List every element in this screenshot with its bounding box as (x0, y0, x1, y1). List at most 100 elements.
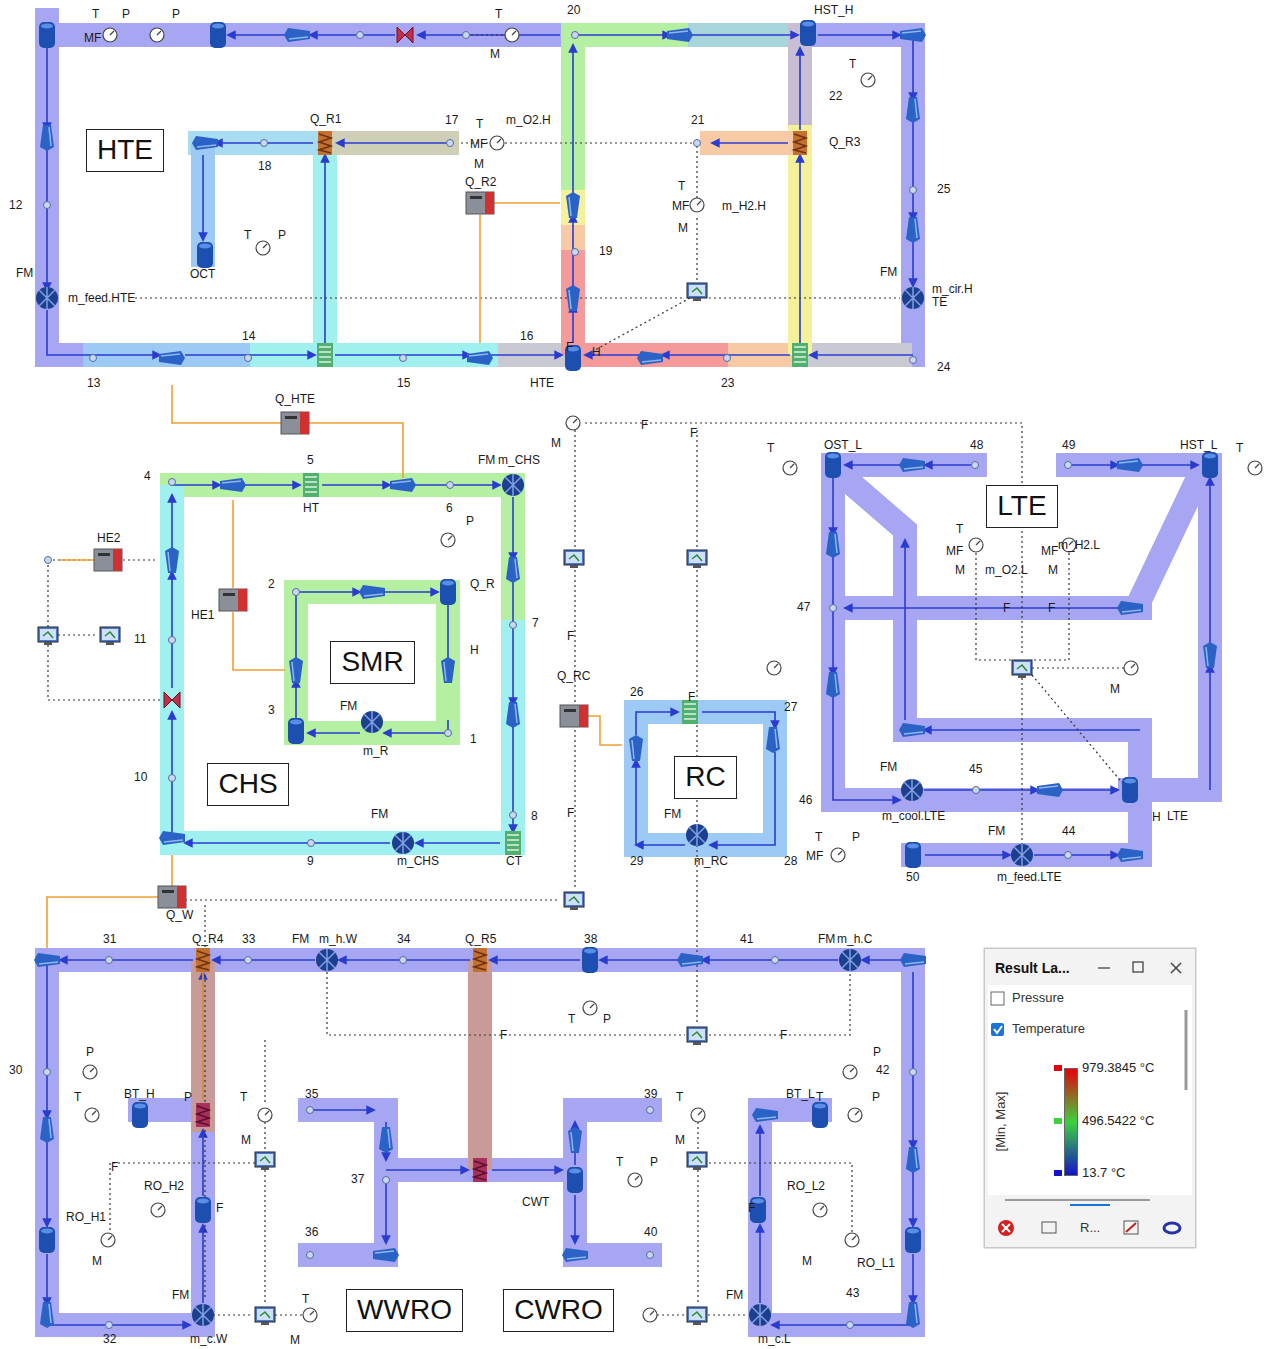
component-label: RO_L1 (857, 1257, 895, 1270)
region-label-box: LTE (986, 485, 1058, 528)
panel-text: [Min, Max] (994, 1092, 1007, 1152)
tag-letter: F (567, 630, 574, 643)
tag-letter: MF (1041, 545, 1058, 558)
tag-letter: F (688, 691, 695, 704)
tag-letter: M (802, 1255, 812, 1268)
tag-letter: P (466, 515, 474, 528)
tag-letter: 33 (242, 933, 255, 946)
component-label: m_feed.LTE (997, 871, 1061, 884)
tag-letter: 5 (307, 454, 314, 467)
tag-letter: M (290, 1334, 300, 1347)
region-name: CWRO (514, 1294, 603, 1326)
component-label: Q_R4 (192, 933, 223, 946)
legend-swatch (1054, 1118, 1062, 1124)
panel-text: Pressure (1012, 991, 1064, 1004)
tag-letter: 34 (397, 933, 410, 946)
component-label: m_H2.H (722, 200, 766, 213)
region-name: LTE (997, 490, 1047, 522)
tag-letter: T (476, 118, 483, 131)
tag-letter: P (172, 8, 180, 21)
component-label: m_feed.HTE (68, 292, 135, 305)
component-label: m_cir.H TE (932, 283, 978, 309)
tag-letter: T (956, 523, 963, 536)
tag-letter: 8 (531, 810, 538, 823)
tag-letter: 14 (242, 330, 255, 343)
tag-letter: 30 (9, 1064, 22, 1077)
region-name: RC (685, 761, 726, 793)
tag-letter: 41 (740, 933, 753, 946)
component-label: HST_L (1180, 439, 1217, 452)
tag-letter: FM (292, 933, 309, 946)
tag-letter: MF (946, 545, 963, 558)
tag-letter: F (566, 341, 573, 354)
tag-letter: FM (988, 825, 1005, 838)
tag-letter: P (852, 831, 860, 844)
tag-letter: T (816, 1091, 823, 1104)
tag-letter: 12 (9, 199, 22, 212)
tag-letter: H (592, 346, 601, 359)
tag-letter: MF (84, 32, 101, 45)
tag-letter: 37 (351, 1173, 364, 1186)
component-label: m_h.W (319, 933, 357, 946)
tag-letter: F (748, 1202, 755, 1215)
tag-letter: F (1048, 602, 1055, 615)
tag-letter: 27 (784, 701, 797, 714)
tag-letter: 28 (784, 855, 797, 868)
component-label: HE1 (191, 609, 214, 622)
tag-letter: P (184, 1091, 192, 1104)
tag-letter: 7 (532, 617, 539, 630)
tag-letter: 3 (268, 704, 275, 717)
tag-letter: T (678, 180, 685, 193)
tag-letter: 24 (937, 361, 950, 374)
tag-letter: 43 (846, 1287, 859, 1300)
tag-letter: 18 (258, 160, 271, 173)
component-label: HTE (530, 377, 554, 390)
tag-letter: M (490, 48, 500, 61)
region-name: CHS (218, 768, 278, 800)
tag-letter: 45 (969, 763, 982, 776)
tag-letter: 20 (567, 4, 580, 17)
component-label: BT_H (124, 1088, 155, 1101)
component-label: OCT (190, 268, 215, 281)
tag-letter: 22 (829, 90, 842, 103)
component-label: Q_R2 (465, 176, 496, 189)
tag-letter: T (495, 8, 502, 21)
component-label: Q_W (166, 909, 193, 922)
tag-letter: FM (371, 808, 388, 821)
tag-letter: F (690, 427, 697, 440)
tag-letter: 38 (584, 933, 597, 946)
component-label: Q_R5 (465, 933, 496, 946)
tag-letter: T (767, 442, 774, 455)
tag-letter: P (603, 1013, 611, 1026)
component-label: m_c.W (190, 1333, 227, 1346)
tag-letter: F (641, 419, 648, 432)
tag-letter: FM (172, 1289, 189, 1302)
component-label: OST_L (824, 439, 862, 452)
tag-letter: 29 (630, 855, 643, 868)
tag-letter: F (111, 1161, 118, 1174)
tag-letter: 10 (134, 771, 147, 784)
tag-letter: 35 (305, 1088, 318, 1101)
tag-letter: T (1236, 442, 1243, 455)
region-name: SMR (341, 646, 404, 678)
tag-letter: 48 (970, 439, 983, 452)
tag-letter: T (92, 8, 99, 21)
tag-letter: H (1152, 811, 1161, 824)
tag-letter: 2 (268, 578, 275, 591)
component-label: RO_H2 (144, 1180, 184, 1193)
tag-letter: P (650, 1156, 658, 1169)
tag-letter: M (955, 564, 965, 577)
tag-letter: T (815, 831, 822, 844)
tag-letter: 15 (397, 377, 410, 390)
tag-letter: 36 (305, 1226, 318, 1239)
component-label: m_O2.L (985, 564, 1028, 577)
panel-text: R... (1080, 1221, 1100, 1234)
tag-letter: P (873, 1046, 881, 1059)
tag-letter: 50 (906, 871, 919, 884)
tag-letter: FM (818, 933, 835, 946)
component-label: Q_R3 (829, 136, 860, 149)
tag-letter: 44 (1062, 825, 1075, 838)
tag-letter: M (241, 1134, 251, 1147)
legend-swatch (1054, 1065, 1062, 1071)
legend-swatch (1054, 1170, 1062, 1176)
